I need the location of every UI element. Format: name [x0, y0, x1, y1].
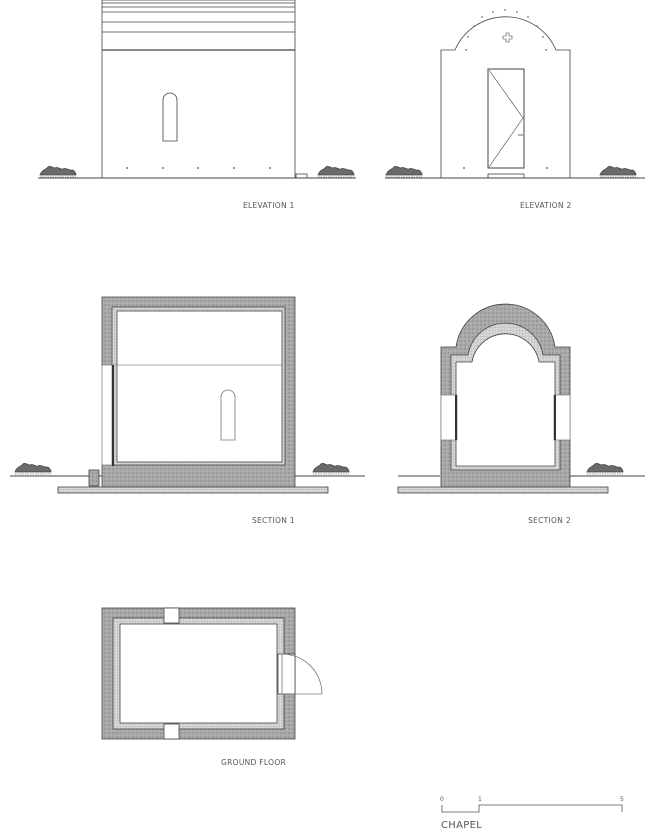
label-section-1: SECTION 1 — [252, 516, 295, 525]
scale-tick-1: 1 — [478, 796, 482, 803]
ground-floor-drawing — [101, 607, 323, 740]
elevation-2-drawing — [385, 9, 645, 179]
sheet-title: CHAPEL — [441, 820, 483, 831]
scale-tick-5: 5 — [620, 796, 624, 803]
section-2-drawing — [397, 303, 645, 494]
scale-bar — [441, 804, 623, 813]
section-1-drawing — [10, 296, 365, 494]
label-ground-floor: GROUND FLOOR — [221, 758, 287, 767]
label-elevation-1: ELEVATION 1 — [243, 201, 295, 210]
scale-tick-0: 0 — [440, 796, 444, 803]
elevation-1-drawing — [38, 0, 356, 179]
label-section-2: SECTION 2 — [528, 516, 571, 525]
label-elevation-2: ELEVATION 2 — [520, 201, 572, 210]
